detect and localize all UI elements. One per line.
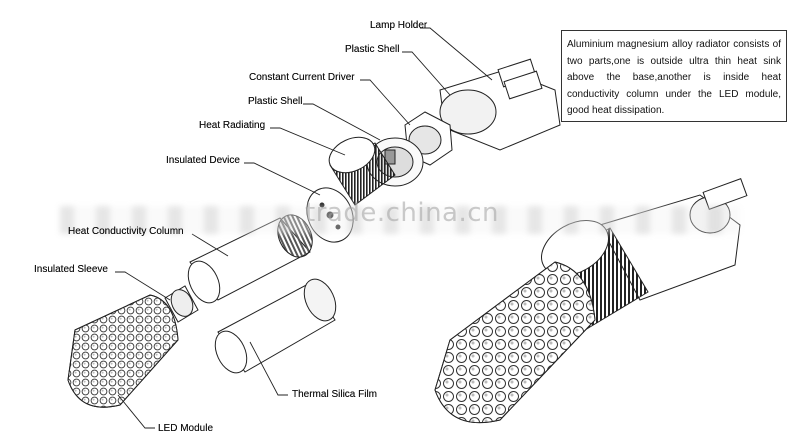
label-heat-radiating: Heat Radiating [199, 120, 266, 131]
leader-lamp-holder [420, 27, 493, 81]
label-plastic-shell-top: Plastic Shell [345, 44, 400, 55]
label-led-module: LED Module [158, 423, 214, 434]
leader-constant-current-driver [360, 79, 411, 126]
label-constant-current-driver: Constant Current Driver [249, 72, 355, 83]
heat-conductivity-column [187, 214, 313, 304]
label-heat-conductivity-column: Heat Conductivity Column [68, 226, 184, 237]
lamp-holder [439, 58, 561, 151]
leader-insulated-sleeve [115, 271, 171, 301]
heat-radiating [328, 136, 396, 206]
leader-lines [115, 27, 493, 429]
label-plastic-shell-mid: Plastic Shell [248, 96, 303, 107]
leader-led-module [117, 394, 155, 429]
watermark: trade.china.cn [305, 198, 500, 228]
leader-thermal-silica-film [249, 341, 288, 396]
label-thermal-silica-film: Thermal Silica Film [292, 389, 378, 400]
label-insulated-device: Insulated Device [166, 155, 240, 166]
info-box: Aluminium magnesium alloy radiator consi… [561, 30, 787, 122]
watermark-blur-band [60, 206, 740, 234]
leader-insulated-device [244, 162, 321, 196]
label-lamp-holder: Lamp Holder [370, 20, 428, 31]
leader-heat-conductivity-column [191, 233, 229, 257]
info-box-text: Aluminium magnesium alloy radiator consi… [567, 39, 781, 116]
label-insulated-sleeve: Insulated Sleeve [34, 264, 108, 275]
leader-plastic-shell-mid [303, 103, 381, 141]
leader-plastic-shell-top [402, 51, 451, 96]
insulated-sleeve [164, 285, 199, 323]
thermal-silica-film [214, 278, 337, 374]
leader-heat-radiating [270, 127, 346, 156]
